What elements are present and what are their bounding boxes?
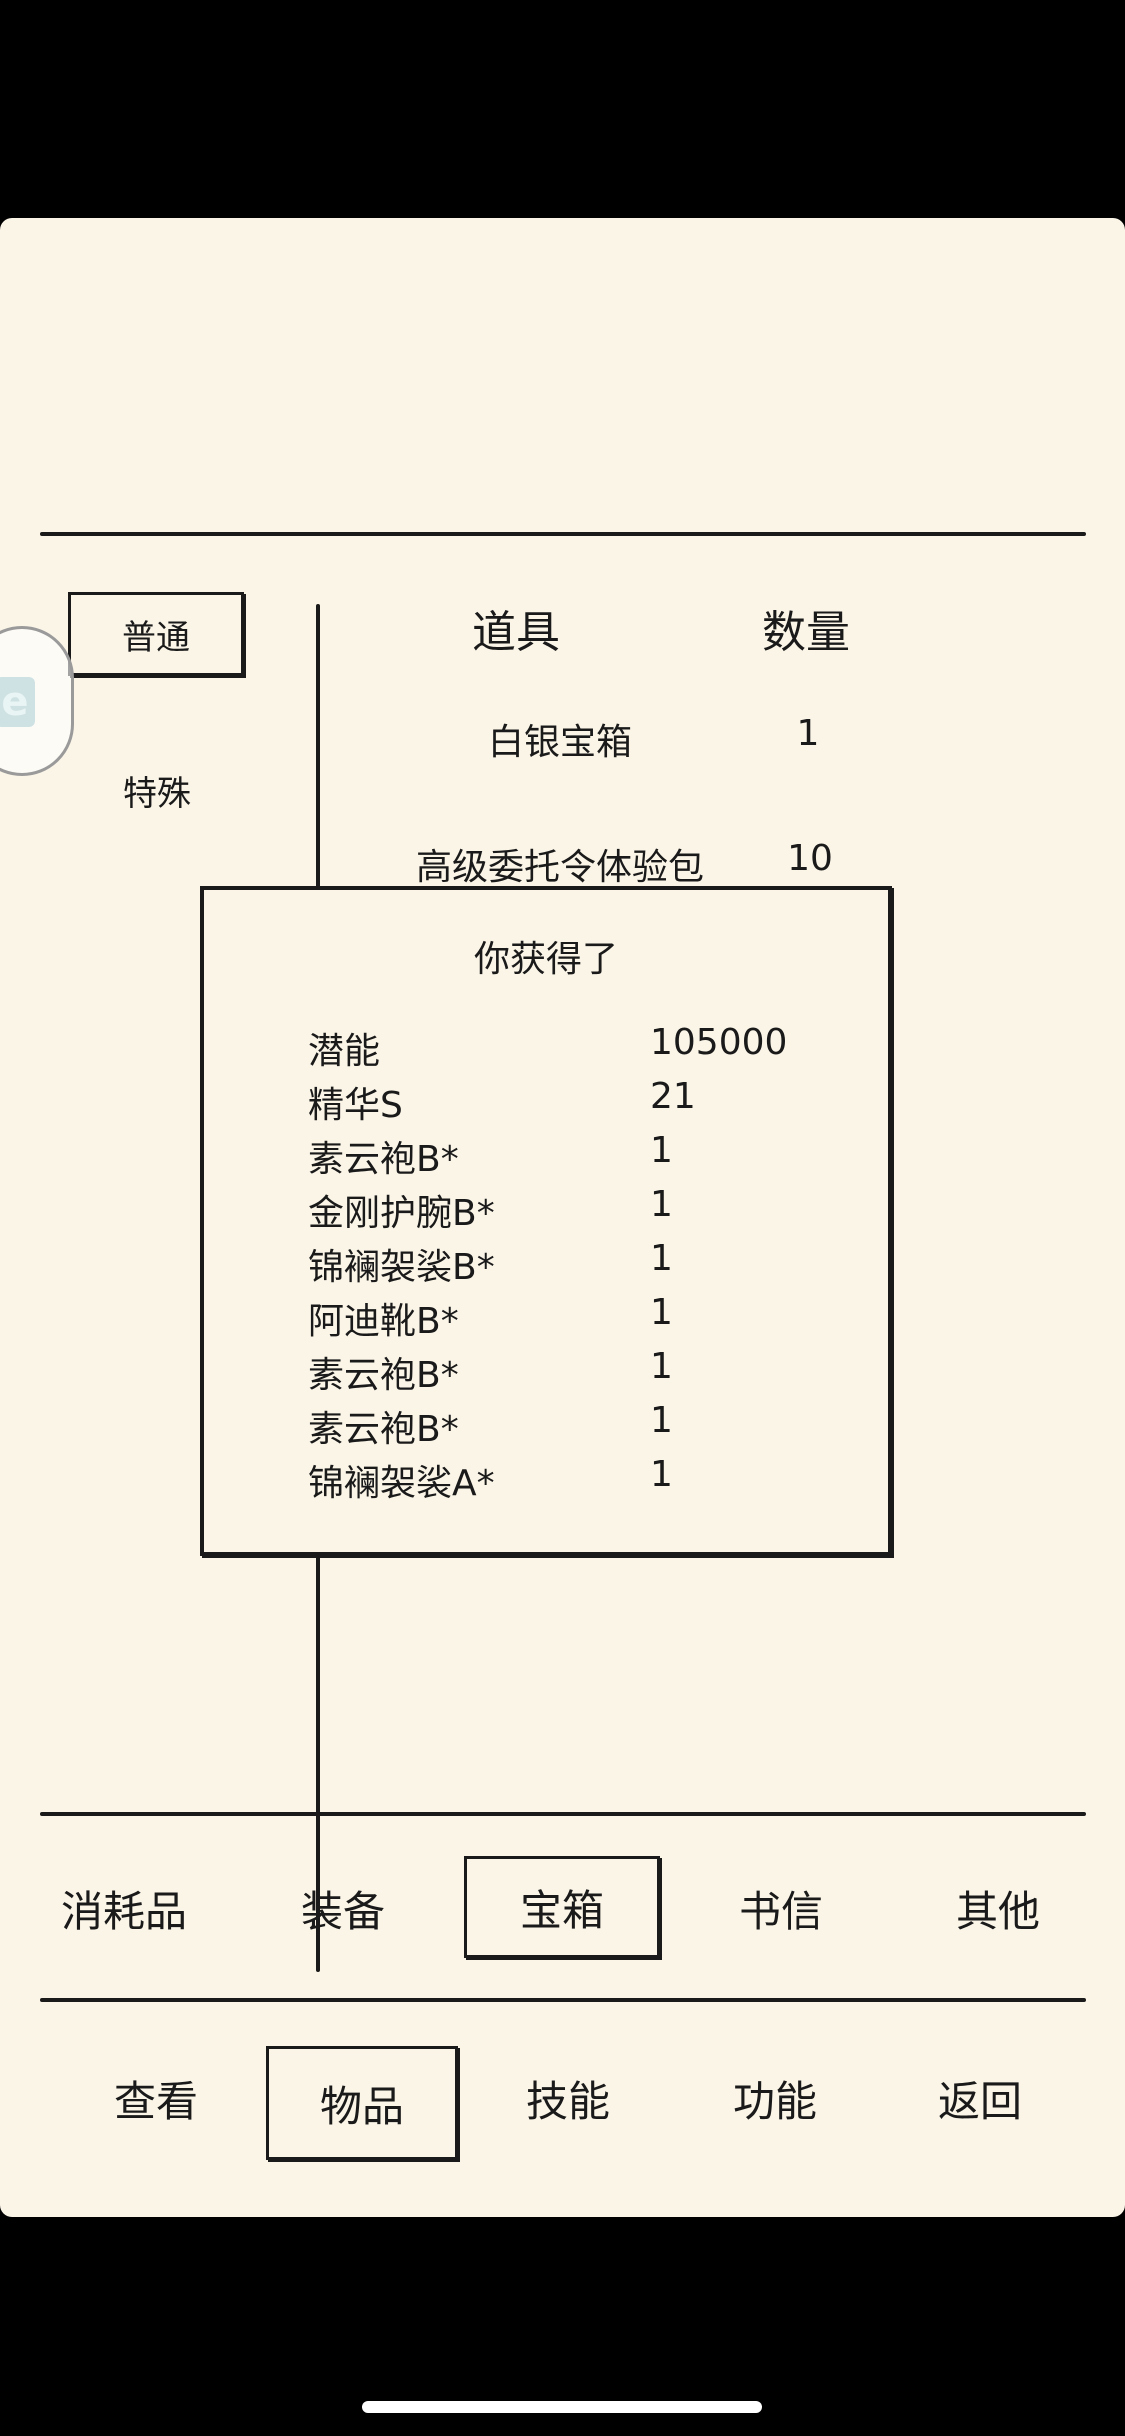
reward-qty: 1 [650, 1400, 673, 1441]
top-divider [40, 532, 1086, 536]
item-row-qty: 10 [787, 838, 833, 879]
tab-equipment[interactable]: 装备 [300, 1887, 386, 1936]
reward-row: 锦襕袈裟A* 1 [204, 1454, 888, 1508]
reward-row: 精华S 21 [204, 1076, 888, 1130]
reward-qty: 1 [650, 1292, 673, 1333]
reward-name: 阿迪靴B* [308, 1301, 459, 1342]
reward-qty: 21 [650, 1076, 696, 1117]
item-row-name[interactable]: 白银宝箱 [487, 722, 633, 763]
floating-app-icon: e [0, 677, 35, 727]
tab-chests-label: 宝箱 [519, 1885, 604, 1935]
category-divider-top [40, 1812, 1086, 1816]
reward-qty: 1 [650, 1454, 673, 1495]
reward-qty: 1 [650, 1346, 673, 1387]
tab-consumables[interactable]: 消耗品 [60, 1887, 188, 1936]
tab-chests[interactable]: 宝箱 [464, 1856, 660, 1958]
reward-name: 锦襕袈裟B* [308, 1247, 495, 1288]
reward-qty: 1 [650, 1184, 673, 1225]
header-item: 道具 [472, 607, 560, 658]
reward-qty: 1 [650, 1238, 673, 1279]
reward-name: 锦襕袈裟A* [308, 1463, 495, 1504]
reward-name: 潜能 [308, 1031, 381, 1072]
reward-name: 素云袍B* [308, 1409, 459, 1450]
reward-qty: 105000 [650, 1022, 788, 1063]
reward-popup-title: 你获得了 [473, 939, 618, 980]
nav-items-label: 物品 [319, 2081, 404, 2131]
game-screen: 普通 特殊 e 道具 数量 白银宝箱 1 高级委托令体验包 10 你获得了 潜能… [0, 218, 1125, 2217]
reward-row: 素云袍B* 1 [204, 1130, 888, 1184]
reward-qty: 1 [650, 1130, 673, 1171]
sidebar-tab-normal-label: 普通 [122, 617, 190, 658]
sidebar-tab-normal[interactable]: 普通 [68, 592, 244, 676]
reward-row: 锦襕袈裟B* 1 [204, 1238, 888, 1292]
header-quantity: 数量 [762, 607, 850, 658]
reward-popup[interactable]: 你获得了 潜能 105000 精华S 21 素云袍B* 1 金刚护腕B* 1 锦… [200, 886, 892, 1556]
tab-letters[interactable]: 书信 [738, 1887, 824, 1936]
reward-row: 金刚护腕B* 1 [204, 1184, 888, 1238]
reward-name: 金刚护腕B* [308, 1193, 495, 1234]
sidebar-tab-special[interactable]: 特殊 [123, 774, 191, 814]
reward-row: 素云袍B* 1 [204, 1400, 888, 1454]
reward-name: 精华S [308, 1085, 403, 1126]
nav-skills[interactable]: 技能 [525, 2077, 611, 2126]
reward-row: 潜能 105000 [204, 1022, 888, 1076]
nav-functions[interactable]: 功能 [732, 2077, 818, 2126]
reward-name: 素云袍B* [308, 1139, 459, 1180]
nav-view[interactable]: 查看 [113, 2077, 199, 2126]
tab-others[interactable]: 其他 [955, 1887, 1041, 1936]
item-row-qty: 1 [796, 713, 820, 754]
home-indicator[interactable] [362, 2401, 762, 2413]
nav-back[interactable]: 返回 [937, 2077, 1023, 2126]
item-row-name[interactable]: 高级委托令体验包 [415, 847, 705, 888]
floating-assistant-bubble[interactable]: e [0, 626, 74, 776]
reward-name: 素云袍B* [308, 1355, 459, 1396]
nav-items[interactable]: 物品 [266, 2046, 458, 2160]
reward-row: 素云袍B* 1 [204, 1346, 888, 1400]
nav-divider [40, 1998, 1086, 2002]
reward-row: 阿迪靴B* 1 [204, 1292, 888, 1346]
